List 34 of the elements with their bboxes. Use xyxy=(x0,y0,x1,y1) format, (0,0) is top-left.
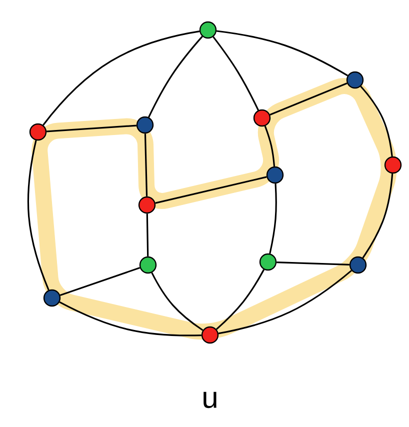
edge-line xyxy=(144,134,148,196)
caption: u xyxy=(204,392,216,408)
edge-line xyxy=(270,82,348,116)
edge-line xyxy=(151,272,204,331)
edge-line xyxy=(276,261,350,266)
edge-line xyxy=(212,36,260,111)
edge-line xyxy=(155,176,267,204)
vertex xyxy=(29,123,47,141)
edge-line xyxy=(360,86,393,157)
edge-line xyxy=(216,30,348,76)
edge-line xyxy=(46,124,136,132)
vertex xyxy=(266,166,284,184)
vertex xyxy=(349,256,367,274)
vertex xyxy=(201,326,219,344)
vertex xyxy=(259,253,277,271)
edge-line xyxy=(148,36,203,118)
edge-line xyxy=(216,269,265,330)
edge-line xyxy=(264,126,276,166)
vertex xyxy=(136,116,154,134)
edge-line xyxy=(59,301,202,336)
edge-line xyxy=(269,184,277,254)
edge-line xyxy=(362,174,394,258)
vertex xyxy=(43,289,61,307)
vertex xyxy=(384,156,402,174)
vertex xyxy=(199,21,217,39)
vertex xyxy=(139,256,157,274)
edge-line xyxy=(42,30,200,126)
vertex xyxy=(346,71,364,89)
vertex xyxy=(253,109,271,127)
vertex xyxy=(138,196,156,214)
edge-line xyxy=(218,270,352,334)
edge-line xyxy=(27,140,50,290)
edge-line xyxy=(146,214,149,256)
edge-line xyxy=(60,267,140,296)
